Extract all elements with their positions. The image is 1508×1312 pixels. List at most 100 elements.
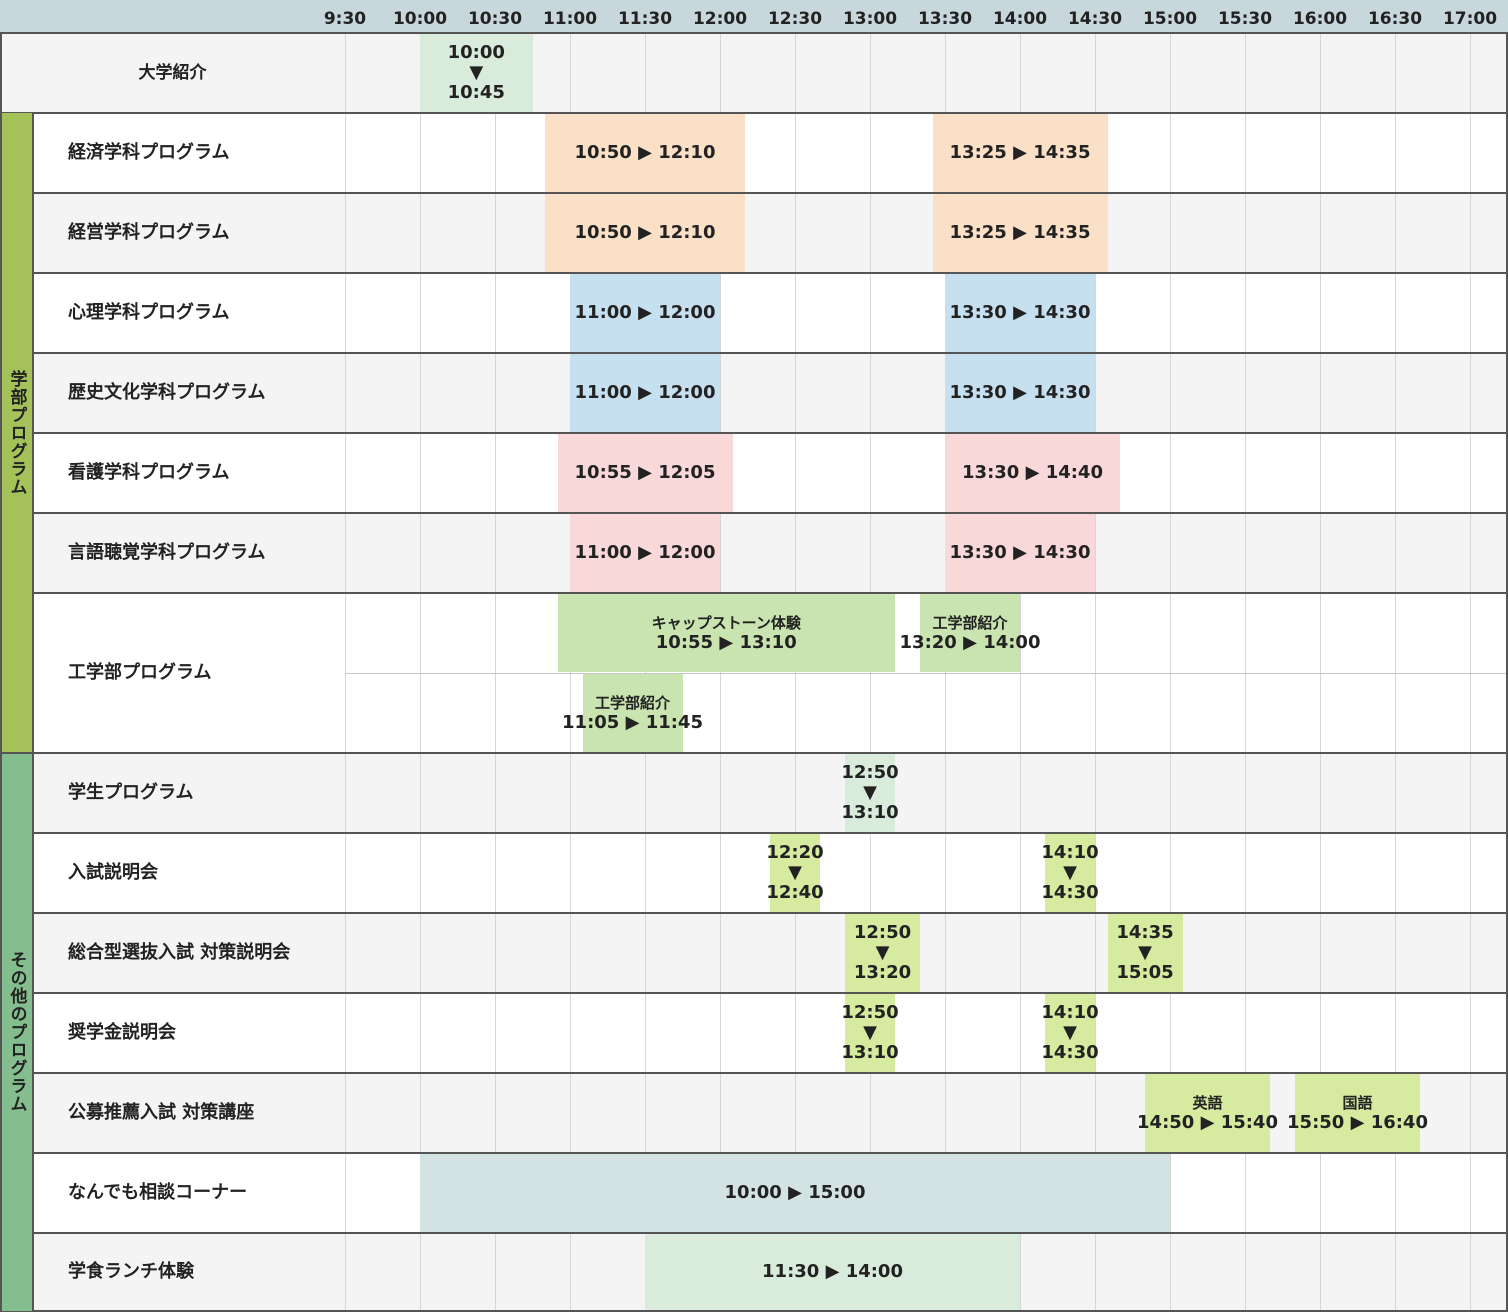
sub-row-divider	[345, 673, 1508, 674]
session-block[interactable]: 13:30 ▶ 14:40	[945, 434, 1120, 512]
grid-line	[795, 33, 796, 1312]
time-label-1100: 11:00	[542, 9, 598, 29]
session-time: 12:50 ▼ 13:10	[841, 1002, 899, 1063]
session-block[interactable]: 14:10 ▼ 14:30	[1041, 994, 1099, 1072]
row-label: 言語聴覚学科プログラム	[68, 542, 266, 563]
schedule-row	[0, 753, 1508, 833]
time-label-1600: 16:00	[1292, 9, 1348, 29]
time-label-930: 9:30	[323, 9, 367, 29]
session-block[interactable]: 11:00 ▶ 12:00	[570, 274, 720, 352]
row-label: なんでも相談コーナー	[68, 1182, 248, 1203]
row-divider	[0, 432, 1508, 434]
grid-line	[570, 33, 571, 1312]
session-time: 10:55 ▶ 13:10	[655, 632, 797, 653]
session-time: 13:30 ▶ 14:30	[949, 302, 1091, 323]
group-label: その他のプログラム	[6, 951, 27, 1113]
time-label-1230: 12:30	[767, 9, 823, 29]
grid-line	[345, 33, 346, 1312]
session-block[interactable]: 13:30 ▶ 14:30	[945, 354, 1095, 432]
session-block[interactable]: 10:50 ▶ 12:10	[545, 114, 745, 192]
row-label: 公募推薦入試 対策講座	[68, 1102, 255, 1123]
row-label: 歴史文化学科プログラム	[68, 382, 266, 403]
session-block[interactable]: 14:35 ▼ 15:05	[1107, 914, 1183, 992]
session-title: 国語	[1342, 1094, 1373, 1112]
row-divider	[0, 592, 1508, 594]
session-time: 10:50 ▶ 12:10	[574, 142, 716, 163]
time-label-1430: 14:30	[1067, 9, 1123, 29]
session-time: 13:20 ▶ 14:00	[899, 632, 1041, 653]
grid-line	[420, 33, 421, 1312]
session-block[interactable]: 14:10 ▼ 14:30	[1041, 834, 1099, 912]
session-block[interactable]: 13:30 ▶ 14:30	[945, 514, 1095, 592]
session-block[interactable]: 12:50 ▼ 13:10	[841, 754, 899, 832]
session-time: 11:00 ▶ 12:00	[574, 302, 716, 323]
session-block[interactable]: 10:00 ▶ 15:00	[420, 1154, 1170, 1232]
schedule-row	[0, 433, 1508, 513]
session-block[interactable]: 11:00 ▶ 12:00	[570, 514, 720, 592]
time-label-1300: 13:00	[842, 9, 898, 29]
row-divider	[0, 832, 1508, 834]
session-block[interactable]: 13:25 ▶ 14:35	[932, 194, 1108, 272]
session-time: 12:20 ▼ 12:40	[766, 842, 824, 903]
session-time: 14:10 ▼ 14:30	[1041, 842, 1099, 903]
row-label: 工学部プログラム	[68, 662, 212, 683]
session-block[interactable]: 12:50 ▼ 13:20	[845, 914, 920, 992]
session-block[interactable]: 11:00 ▶ 12:00	[570, 354, 720, 432]
row-divider	[0, 1152, 1508, 1154]
time-label-1200: 12:00	[692, 9, 748, 29]
row-divider	[0, 1232, 1508, 1234]
session-block[interactable]: 11:30 ▶ 14:00	[645, 1234, 1020, 1310]
left-border	[0, 33, 2, 1312]
session-block[interactable]: 13:30 ▶ 14:30	[945, 274, 1095, 352]
session-block[interactable]: 13:25 ▶ 14:35	[932, 114, 1108, 192]
time-label-1400: 14:00	[992, 9, 1048, 29]
time-label-1630: 16:30	[1367, 9, 1423, 29]
group-band: 学部プログラム	[2, 113, 32, 753]
session-time: 14:35 ▼ 15:05	[1116, 922, 1174, 983]
row-divider	[0, 352, 1508, 354]
row-label: 大学紹介	[138, 63, 207, 83]
grid-line	[495, 33, 496, 1312]
row-divider	[0, 512, 1508, 514]
grid-line	[945, 33, 946, 1312]
time-label-1700: 17:00	[1442, 9, 1498, 29]
grid-line	[870, 33, 871, 1312]
grid-line	[1020, 33, 1021, 1312]
session-time: 13:30 ▶ 14:30	[949, 382, 1091, 403]
session-block[interactable]: 10:00 ▼ 10:45	[420, 34, 533, 112]
row-divider	[0, 992, 1508, 994]
session-time: 10:50 ▶ 12:10	[574, 222, 716, 243]
schedule-row	[0, 33, 1508, 113]
time-header	[0, 0, 1508, 33]
session-title: 工学部紹介	[594, 694, 670, 712]
row-divider	[0, 1310, 1508, 1312]
group-border	[32, 753, 34, 1311]
schedule-row	[0, 273, 1508, 353]
row-divider	[0, 272, 1508, 274]
session-title: キャップストーン体験	[651, 614, 801, 632]
schedule-row	[0, 513, 1508, 593]
session-time: 13:30 ▶ 14:40	[962, 462, 1103, 483]
group-label: 学部プログラム	[6, 370, 27, 496]
schedule-row	[0, 993, 1508, 1073]
row-label: 入試説明会	[68, 862, 158, 883]
session-time: 11:30 ▶ 14:00	[762, 1261, 903, 1282]
session-block[interactable]: 10:55 ▶ 12:05	[557, 434, 733, 512]
grid-line	[645, 33, 646, 1312]
schedule-row	[0, 913, 1508, 993]
session-block[interactable]: 12:50 ▼ 13:10	[841, 994, 899, 1072]
session-time: 14:10 ▼ 14:30	[1041, 1002, 1099, 1063]
session-block[interactable]: 10:50 ▶ 12:10	[545, 194, 745, 272]
time-label-1130: 11:30	[617, 9, 673, 29]
row-label: 経営学科プログラム	[68, 222, 230, 243]
schedule-row	[0, 833, 1508, 913]
session-block[interactable]: 12:20 ▼ 12:40	[766, 834, 824, 912]
session-time: 13:25 ▶ 14:35	[949, 222, 1091, 243]
session-title: 英語	[1192, 1094, 1223, 1112]
